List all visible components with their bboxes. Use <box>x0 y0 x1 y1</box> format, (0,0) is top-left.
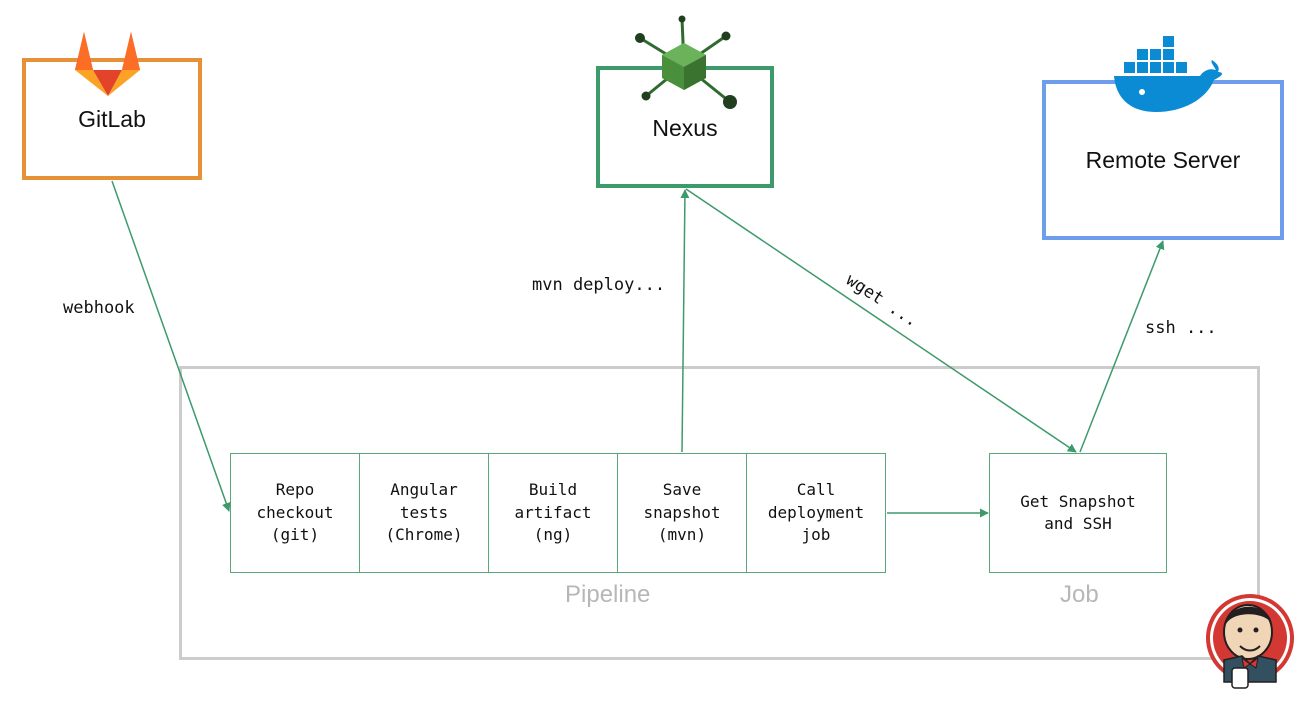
edge-label-ssh: ssh ... <box>1145 318 1217 338</box>
edge-save-snapshot-to-nexus <box>680 189 690 453</box>
gitlab-label: GitLab <box>78 105 146 132</box>
edge-nexus-to-job <box>685 188 1077 453</box>
edge-label-webhook: webhook <box>63 298 135 318</box>
stage-save-snapshot: Save snapshot (mvn) <box>617 453 747 573</box>
docker-logo <box>1114 36 1222 112</box>
edge-label-mvn-deploy: mvn deploy... <box>532 275 666 295</box>
remote-server-label: Remote Server <box>1085 146 1241 173</box>
gitlab-logo <box>75 32 140 96</box>
stage-repo-checkout: Repo checkout (git) <box>230 453 360 573</box>
pipeline-container <box>179 366 1260 660</box>
nexus-label: Nexus <box>652 114 718 141</box>
nexus-logo <box>635 15 737 109</box>
edge-job-to-remote-server <box>1079 240 1165 453</box>
pipeline-label: Pipeline <box>565 581 651 608</box>
edge-gitlab-to-repo-checkout <box>111 180 231 512</box>
stage-build-artifact: Build artifact (ng) <box>488 453 618 573</box>
stage-angular-tests: Angular tests (Chrome) <box>359 453 489 573</box>
stage-get-snapshot-ssh: Get Snapshot and SSH <box>989 453 1167 573</box>
job-label: Job <box>1060 581 1099 608</box>
stage-call-deployment-job: Call deployment job <box>746 453 886 573</box>
jenkins-logo <box>1206 594 1294 689</box>
